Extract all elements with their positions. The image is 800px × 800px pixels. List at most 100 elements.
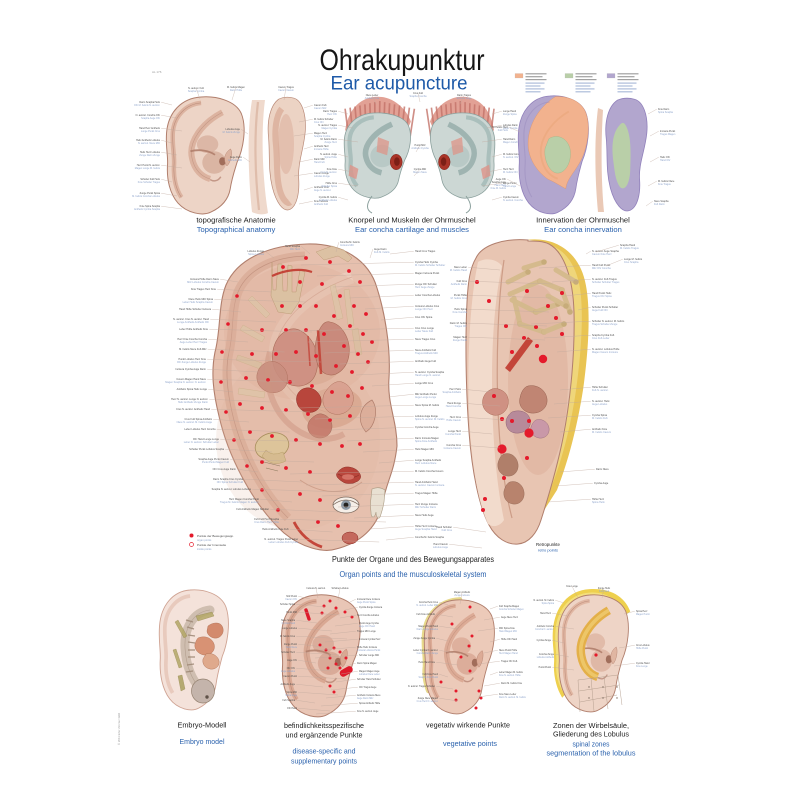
svg-text:Cavum Cavum: Cavum Cavum [278, 89, 294, 92]
svg-text:Scapha Knie Punkt: Scapha Knie Punkt [418, 676, 438, 679]
svg-text:Ohr Spina Schulter Fuß: Ohr Spina Schulter Fuß [217, 481, 244, 484]
svg-text:Crus Fuß: Crus Fuß [413, 92, 424, 95]
svg-text:Incisura Lobulus Punkt: Incisura Lobulus Punkt [357, 649, 381, 652]
svg-text:Cavum Magen Hand Niere: Cavum Magen Hand Niere [176, 378, 206, 381]
svg-text:Zunge Punkt Spina: Zunge Punkt Spina [140, 192, 161, 195]
svg-text:Spina Scapha: Spina Scapha [658, 111, 674, 114]
svg-text:Milz Punkt: Milz Punkt [286, 595, 297, 598]
svg-text:Fuß Hand: Fuß Hand [599, 591, 610, 593]
svg-text:organ points: organ points [197, 538, 212, 542]
svg-text:Knie Tragus: Knie Tragus [658, 183, 672, 186]
svg-text:Fuß Darm: Fuß Darm [654, 203, 665, 206]
svg-text:Zunge Incisura: Zunge Incisura [454, 594, 470, 597]
svg-text:Ear concha cartilage and muscl: Ear concha cartilage and muscles [355, 225, 469, 234]
svg-text:Milz Schulter Darm: Milz Schulter Darm [415, 506, 436, 509]
svg-text:© 2011 Erler Zimmer GbR: © 2011 Erler Zimmer GbR [117, 713, 121, 745]
svg-text:Punkt Hüfte: Punkt Hüfte [454, 294, 468, 297]
svg-text:Herz Punkt N. auricul.: Herz Punkt N. auricul. [137, 164, 161, 167]
svg-text:Spina Helix: Spina Helix [592, 501, 605, 504]
svg-text:Niere Antihelix Fuß: Niere Antihelix Fuß [415, 349, 437, 352]
svg-text:Hand Fuß Punkt: Hand Fuß Punkt [592, 264, 611, 267]
svg-text:Auge Darm: Auge Darm [374, 248, 387, 251]
svg-text:Concha Schulter Magen: Concha Schulter Magen [499, 608, 524, 611]
svg-text:Spina Lobulus: Spina Lobulus [248, 253, 265, 256]
svg-text:M. helicis Cavum: M. helicis Cavum [592, 431, 611, 434]
svg-text:AL 176: AL 176 [152, 70, 162, 74]
svg-text:Herz Magen Concha Punkt: Herz Magen Concha Punkt [229, 498, 259, 501]
svg-text:N. auricul. M. helicis: N. auricul. M. helicis [533, 599, 554, 602]
svg-text:Magen Lunge M. helicis: Magen Lunge M. helicis [135, 167, 161, 170]
svg-text:spinal zones: spinal zones [573, 740, 610, 749]
svg-text:N. auricul. Concha: N. auricul. Concha [503, 199, 523, 202]
svg-text:Zunge Helix: Zunge Helix [598, 588, 611, 590]
svg-text:Fuß Knie Hand: Fuß Knie Hand [423, 674, 439, 676]
svg-text:Tragus Antihelix Milz: Tragus Antihelix Milz [415, 352, 439, 355]
svg-text:Scapha Cymba Fuß: Scapha Cymba Fuß [592, 334, 615, 337]
svg-text:Magen Scapha N. auricul. N. au: Magen Scapha N. auricul. N. auricul. [165, 381, 206, 384]
svg-text:Tragus Ohr: Tragus Ohr [454, 325, 467, 328]
svg-text:Antihelix Darm: Antihelix Darm [451, 283, 467, 286]
svg-text:Darm Incisura Magen: Darm Incisura Magen [415, 437, 440, 440]
svg-text:Punkte der Bewegungsapp.: Punkte der Bewegungsapp. [197, 534, 234, 538]
svg-text:Tragus Magen Hüfte: Tragus Magen Hüfte [415, 492, 438, 495]
svg-text:Cavum Punkt: Cavum Punkt [283, 675, 297, 678]
svg-text:Gliederung des Lobulus: Gliederung des Lobulus [553, 730, 629, 739]
svg-text:Hüfte Punkt: Hüfte Punkt [636, 647, 648, 650]
svg-text:segmentation of the lobulus: segmentation of the lobulus [547, 749, 636, 758]
svg-text:Cymba M. helicis: Cymba M. helicis [319, 196, 338, 199]
svg-text:Ohr Herz: Ohr Herz [290, 248, 301, 251]
svg-text:Niere Scapha: Niere Scapha [281, 619, 296, 622]
svg-text:Fuß Fuß Herz Scapha: Fuß Fuß Herz Scapha [254, 518, 279, 521]
svg-text:Niere Helix Auge: Niere Helix Auge [415, 514, 434, 517]
svg-text:Leber Cymba: Leber Cymba [503, 127, 518, 130]
svg-text:Incisura Hüfte Darm Niere: Incisura Hüfte Darm Niere [190, 278, 220, 281]
svg-text:Zunge Darm Zunge: Zunge Darm Zunge [139, 154, 160, 157]
svg-text:Milz Lobulus Concha Cavum: Milz Lobulus Concha Cavum [187, 281, 219, 284]
svg-text:Fuß Crus: Fuß Crus [442, 529, 453, 532]
svg-text:Herz Lobulus Niere: Herz Lobulus Niere [415, 462, 437, 465]
svg-text:Antihelix Spina Helix Lunge: Antihelix Spina Helix Lunge [177, 388, 208, 391]
svg-text:Hand Lunge: Hand Lunge [503, 185, 517, 188]
svg-text:Herz Concha Lobulus: Herz Concha Lobulus [357, 614, 380, 617]
svg-text:Magen Cymba: Magen Cymba [321, 127, 337, 130]
svg-text:M. helicis Fuß: M. helicis Fuß [592, 417, 608, 420]
svg-text:Crus Fuß Spina Antihelix: Crus Fuß Spina Antihelix [184, 418, 212, 421]
svg-text:Hand Magen Milz: Hand Magen Milz [499, 631, 518, 633]
svg-text:Cymba Hand: Cymba Hand [636, 663, 650, 665]
svg-text:Magen Herz: Magen Herz [453, 336, 467, 339]
svg-text:Knie Knie: Knie Knie [327, 168, 338, 171]
svg-text:Cymba Zunge Incisura: Cymba Zunge Incisura [359, 606, 383, 609]
svg-text:Zunge Ohr Schulter: Zunge Ohr Schulter [415, 283, 437, 286]
svg-text:Hüfte Ohr Hand: Hüfte Ohr Hand [501, 638, 518, 641]
svg-text:Hüfte Helix Incisura: Hüfte Helix Incisura [357, 646, 378, 649]
svg-text:Niere Punkt Hüfte: Niere Punkt Hüfte [499, 649, 518, 652]
svg-text:Cymba Spina: Cymba Spina [592, 414, 608, 417]
svg-text:Knie Niere Leber: Knie Niere Leber [499, 693, 516, 696]
svg-text:Antihelix Auge: Antihelix Auge [280, 683, 295, 686]
svg-text:M. helicis Darm: M. helicis Darm [321, 138, 337, 141]
svg-text:Cavum Milz: Cavum Milz [314, 107, 327, 110]
svg-text:Helix Antihelix Lobulus: Helix Antihelix Lobulus [136, 139, 161, 142]
svg-text:Schulter Lunge Milz: Schulter Lunge Milz [359, 654, 380, 657]
svg-text:Hand Lunge N. auricul.: Hand Lunge N. auricul. [415, 374, 441, 377]
svg-text:Organ points and the musculosk: Organ points and the musculoskeletal sys… [340, 570, 487, 579]
svg-text:Ohr Tragus Auge: Ohr Tragus Auge [359, 686, 377, 689]
svg-text:Concha Punkt: Concha Punkt [445, 433, 461, 436]
svg-text:Hand Antihelix Hand: Hand Antihelix Hand [415, 481, 438, 484]
svg-text:Fuß Antihelix Magen Schulter: Fuß Antihelix Magen Schulter [236, 508, 269, 511]
svg-text:Milz Antihelix Punkt: Milz Antihelix Punkt [415, 393, 437, 396]
svg-text:Auge Ohr: Auge Ohr [287, 659, 297, 662]
svg-text:Helix Magen Milz: Helix Magen Milz [415, 448, 435, 451]
svg-text:Tragus Ohr Fuß: Tragus Ohr Fuß [501, 660, 518, 663]
svg-text:Embryo-Modell: Embryo-Modell [178, 721, 227, 730]
svg-text:Magen Herz: Magen Herz [314, 132, 328, 135]
svg-text:Darm Scapha Helix: Darm Scapha Helix [139, 101, 160, 104]
svg-text:N. auricul. Tragus Punkt Leber: N. auricul. Tragus Punkt Leber [264, 538, 298, 541]
svg-text:Niere Scapha: Niere Scapha [654, 200, 669, 203]
svg-text:Tragus Magen: Tragus Magen [660, 133, 676, 136]
svg-text:Hüfte Crus: Hüfte Crus [326, 182, 338, 185]
svg-text:Fuß Helix: Fuß Helix [498, 129, 509, 132]
svg-text:M. helicis Tragus: M. helicis Tragus [620, 247, 640, 250]
svg-text:Lunge Scapha Antihelix: Lunge Scapha Antihelix [415, 459, 442, 462]
svg-text:Hüfte Herz Incisura: Hüfte Herz Incisura [415, 525, 437, 528]
